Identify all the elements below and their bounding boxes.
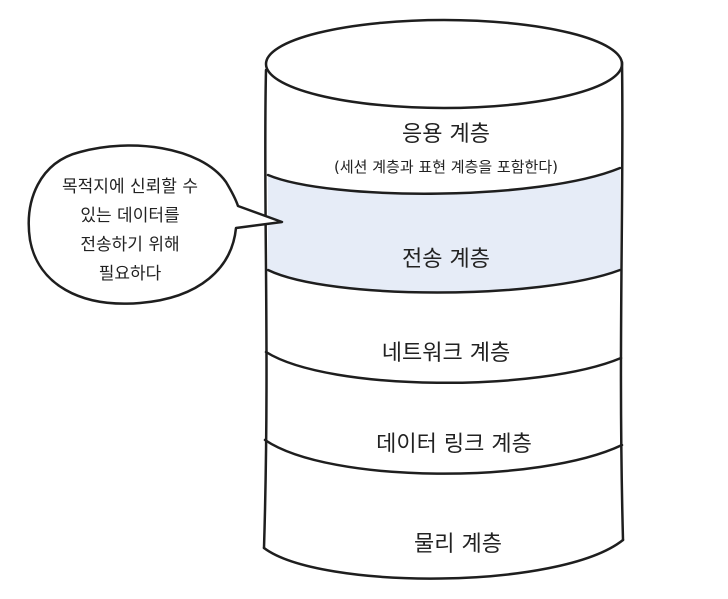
application-layer-title: 응용 계층 [402,122,490,147]
datalink-layer-title: 데이터 링크 계층 [376,432,532,457]
physical-layer-title: 물리 계층 [414,532,502,557]
layer-separator-2 [266,268,622,294]
transport-layer-highlight [268,168,620,293]
transport-layer-title: 전송 계층 [402,247,490,272]
cylinder-left-side [262,68,268,550]
network-layer-title: 네트워크 계층 [382,341,510,366]
cylinder-top-ellipse [264,18,624,110]
layer-separator-4 [263,438,624,475]
callout-line-3: 전송하기 위해 [80,235,179,255]
layer-separator-3 [264,350,623,384]
callout-line-4: 필요하다 [99,264,162,284]
callout-line-2: 있는 데이터를 [80,206,179,226]
layer-separator-1 [266,166,622,195]
cylinder-right-side [619,60,625,542]
callout-line-1: 목적지에 신뢰할 수 [62,177,198,197]
callout-speech-bubble [27,144,284,305]
application-layer-subtitle: (세션 계층과 표현 계층을 포함한다) [334,158,558,176]
cylinder-bottom-curve [262,538,625,580]
